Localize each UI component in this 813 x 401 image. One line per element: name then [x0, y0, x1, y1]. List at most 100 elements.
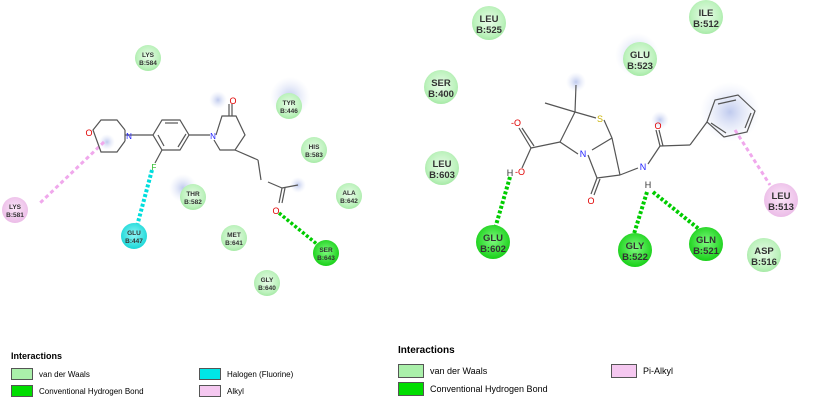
left-residues: LYSB:584TYRB:446HISB:583THRB:582ALAB:642… — [2, 45, 362, 296]
legend-swatch — [199, 385, 221, 397]
residue-name: SER — [431, 78, 451, 89]
residue-disc — [425, 151, 459, 185]
atom-nitrogen: N — [126, 132, 132, 141]
residue-disc — [618, 233, 652, 267]
residue-disc — [747, 238, 781, 272]
legend-label: van der Waals — [430, 366, 488, 376]
residue-disc — [121, 223, 147, 249]
residue-name: GLU — [483, 233, 503, 244]
atom-oxygen: O — [654, 121, 661, 131]
atom-oxygen: O — [229, 96, 236, 106]
residue-disc — [623, 42, 657, 76]
atom-halo — [700, 82, 760, 142]
residue-name: GLN — [696, 235, 716, 246]
residue-name: GLU — [127, 230, 141, 237]
residue-number: B:513 — [768, 202, 794, 213]
residue-number: B:446 — [280, 108, 298, 115]
residue-name: GLY — [261, 277, 274, 284]
residue-disc — [764, 183, 798, 217]
legend-swatch — [398, 382, 424, 396]
residue-disc — [180, 184, 206, 210]
legend-item-conventional-hbond: Conventional Hydrogen Bond — [398, 382, 548, 396]
residue-name: GLY — [626, 241, 645, 252]
legend-label: van der Waals — [39, 369, 90, 379]
residue-number: B:640 — [258, 285, 276, 292]
residue-name: TYR — [283, 100, 296, 107]
residue-number: B:525 — [476, 25, 503, 36]
residue-number: B:581 — [6, 212, 24, 219]
legend-swatch — [11, 368, 33, 380]
residue-disc — [254, 270, 280, 296]
residue-number: B:582 — [184, 199, 202, 206]
residue-name: LYS — [9, 204, 22, 211]
residue-name: LEU — [772, 191, 791, 202]
legend-item-vdw: van der Waals — [398, 364, 487, 378]
atom-oxygen: -O — [515, 167, 525, 177]
residue-name: LEU — [480, 14, 499, 25]
atom-oxygen: O — [587, 196, 594, 206]
atom-fluorine: F — [152, 163, 157, 172]
hbond-interaction-line — [492, 176, 512, 233]
legend-swatch — [398, 364, 424, 378]
residue-name: MET — [227, 232, 241, 239]
legend-label: Halogen (Fluorine) — [227, 369, 294, 379]
atom-halo — [566, 72, 586, 92]
atom-halo — [99, 134, 115, 150]
residue-name: LYS — [142, 52, 155, 59]
residue-disc — [476, 225, 510, 259]
atom-sulfur: S — [597, 114, 603, 124]
left-ligand-bonds — [92, 104, 299, 204]
atom-nitrogen: N — [640, 162, 647, 172]
residue-number: B:603 — [429, 170, 455, 181]
residue-name: SER — [319, 247, 333, 254]
residue-disc — [424, 70, 458, 104]
atom-hydrogen: H — [645, 180, 652, 190]
hbond-interaction-line — [651, 190, 702, 232]
residue-number: B:643 — [317, 255, 335, 262]
residue-number: B:584 — [139, 60, 157, 67]
residue-number: B:447 — [125, 238, 143, 245]
residue-number: B:641 — [225, 240, 243, 247]
residue-disc — [221, 225, 247, 251]
residue-disc — [472, 6, 506, 40]
residue-number: B:523 — [627, 61, 653, 72]
legend-item-pi-alkyl: Pi-Alkyl — [611, 364, 673, 378]
residue-disc — [135, 45, 161, 71]
hbond-interaction-line — [631, 191, 649, 238]
legend-swatch — [11, 385, 33, 397]
alkyl-interaction-line — [38, 140, 106, 205]
atom-halo — [209, 91, 227, 109]
residue-disc — [689, 227, 723, 261]
atom-oxygen: O — [85, 128, 92, 138]
legend-label: Pi-Alkyl — [643, 366, 674, 376]
residue-name: THR — [186, 191, 200, 198]
residue-name: ALA — [342, 190, 356, 197]
residue-disc — [336, 183, 362, 209]
residue-number: B:512 — [693, 19, 719, 30]
residue-disc — [689, 0, 723, 34]
legend-item-conventional-hbond: Conventional Hydrogen Bond — [11, 385, 144, 397]
residue-number: B:521 — [693, 246, 720, 257]
atom-oxygen: O — [272, 206, 279, 216]
legend-title: Interactions — [398, 345, 455, 356]
residue-disc — [2, 197, 28, 223]
residue-disc — [313, 240, 339, 266]
legend-item-halogen: Halogen (Fluorine) — [199, 368, 293, 380]
legend-swatch — [199, 368, 221, 380]
